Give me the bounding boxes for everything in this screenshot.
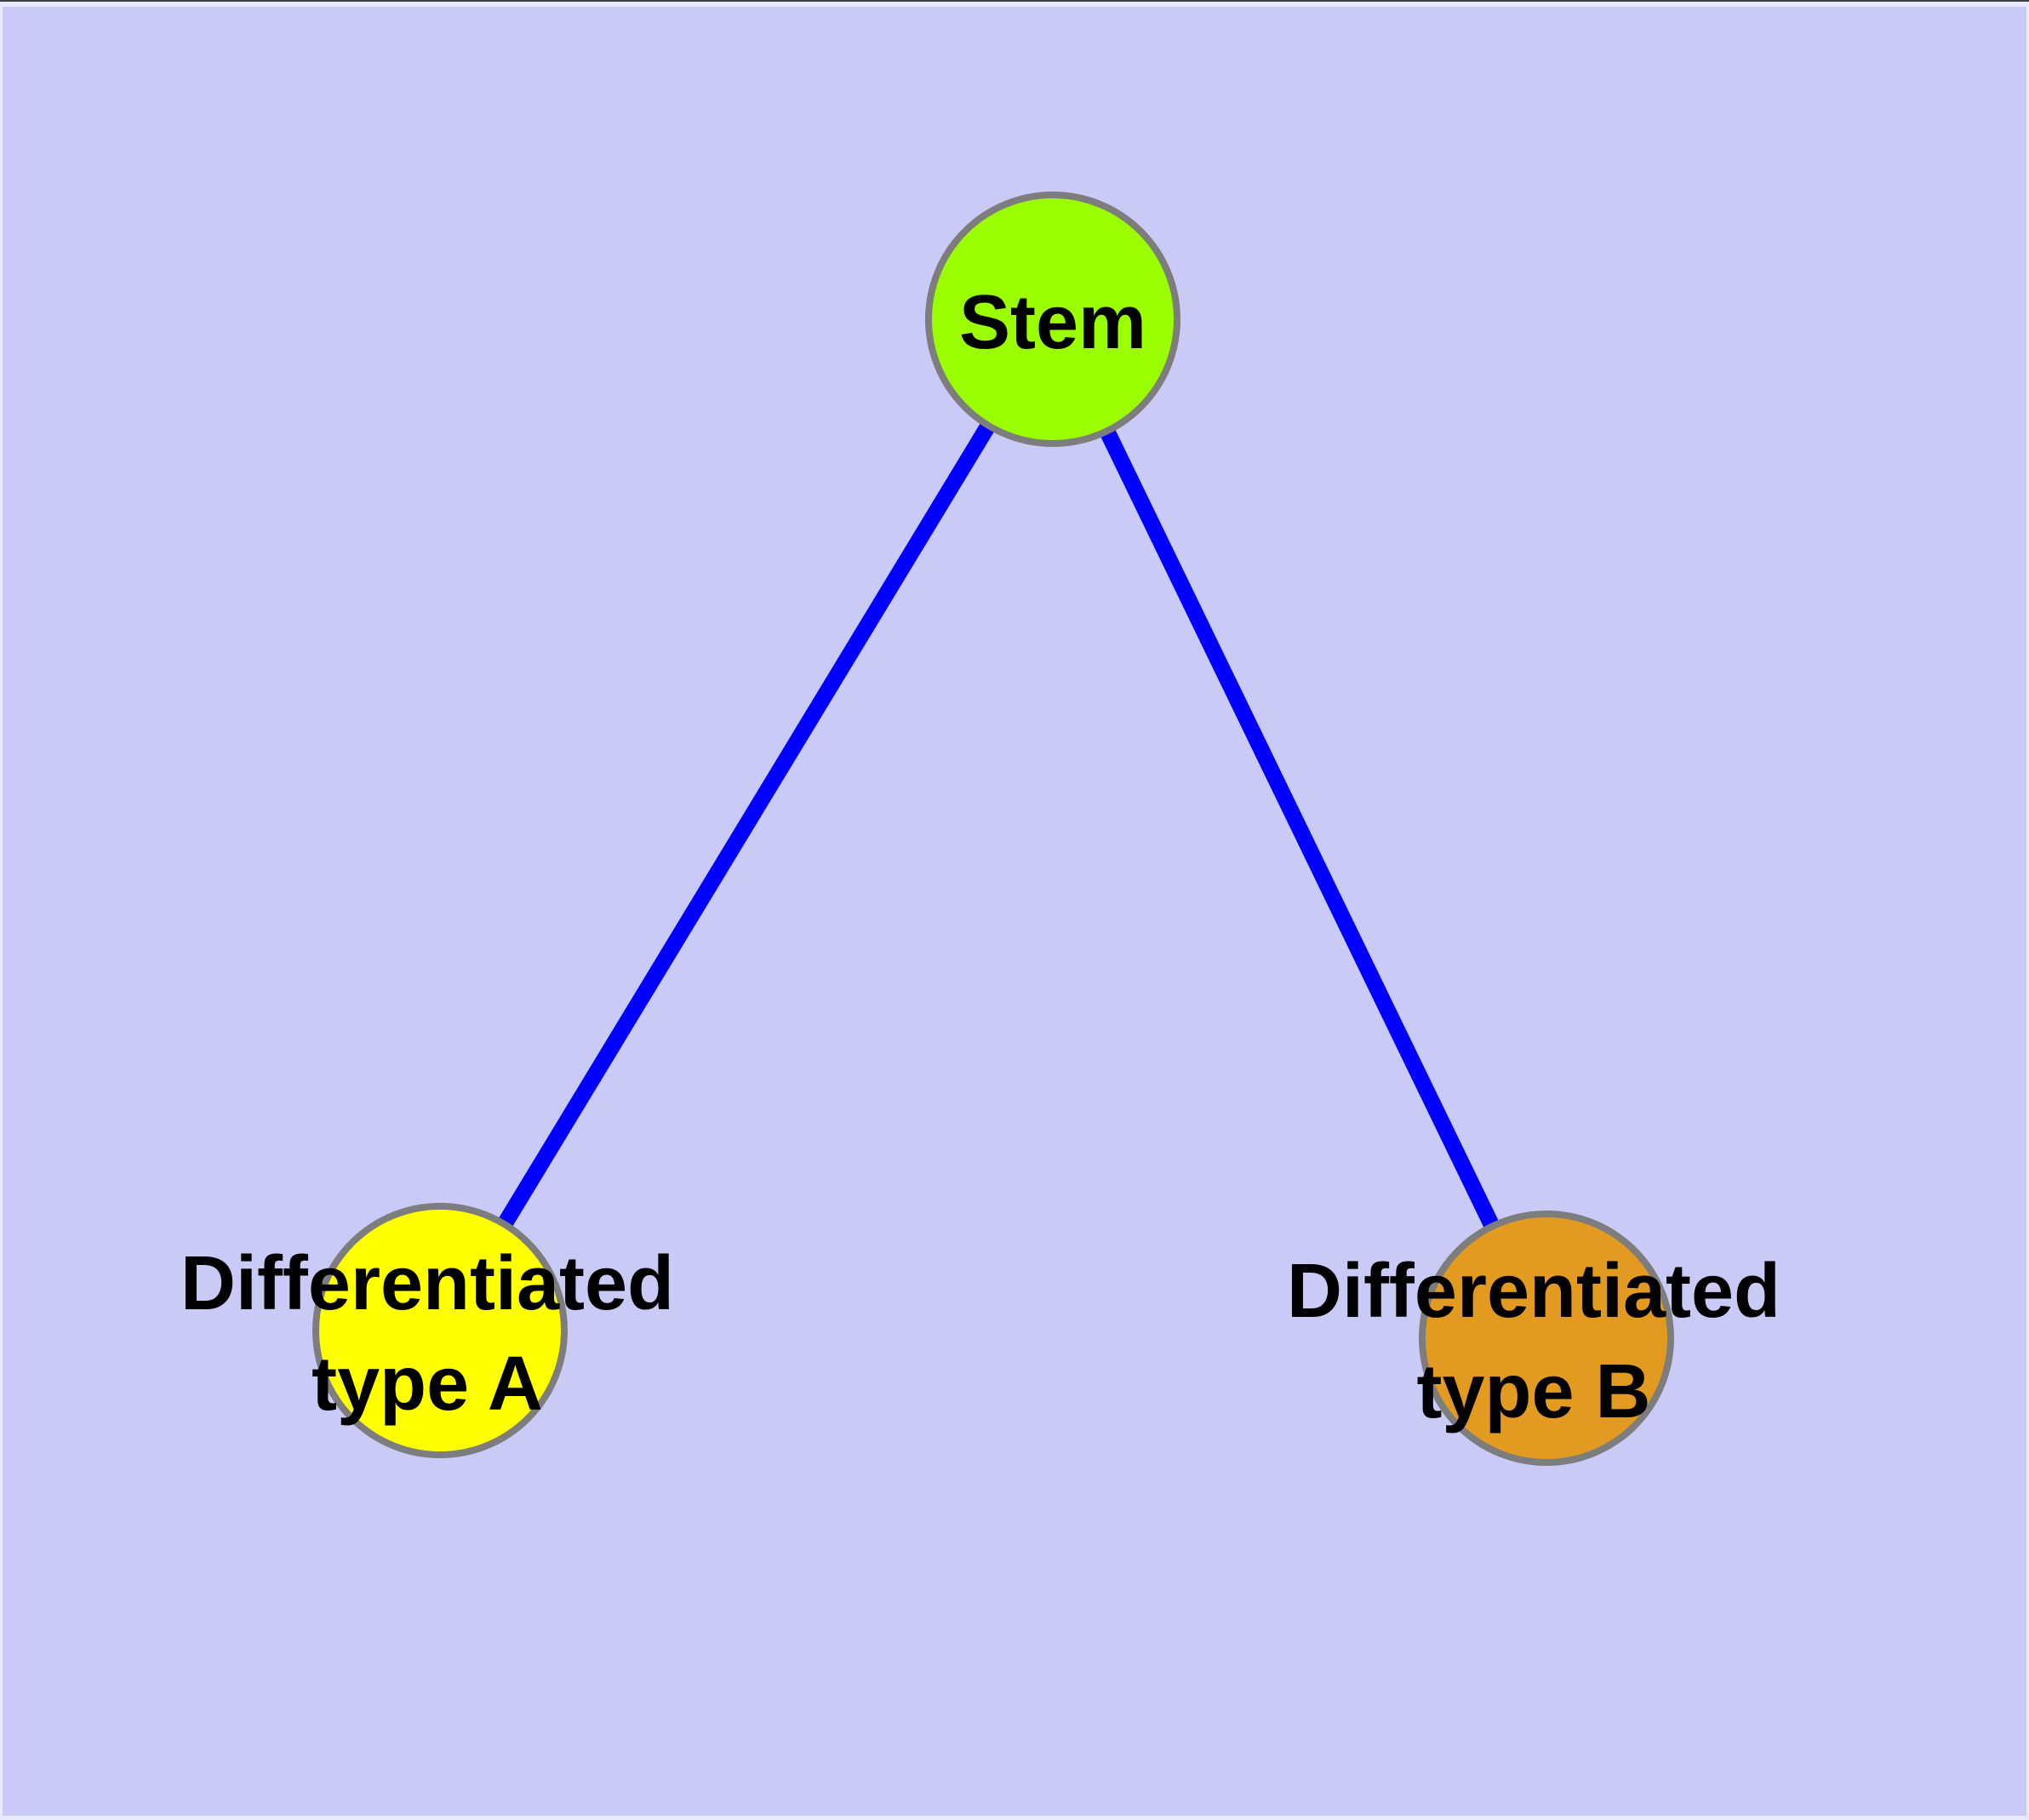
node-stem [925,192,1180,447]
node-differentiated-type-a [312,1203,568,1458]
canvas-top-hairline [0,0,2029,2]
edge-stem-to-type-a [432,315,1060,1335]
node-label-stem: Stem [959,280,1146,365]
node-differentiated-type-b [1419,1210,1674,1466]
edge-stem-to-type-b [1045,315,1554,1342]
